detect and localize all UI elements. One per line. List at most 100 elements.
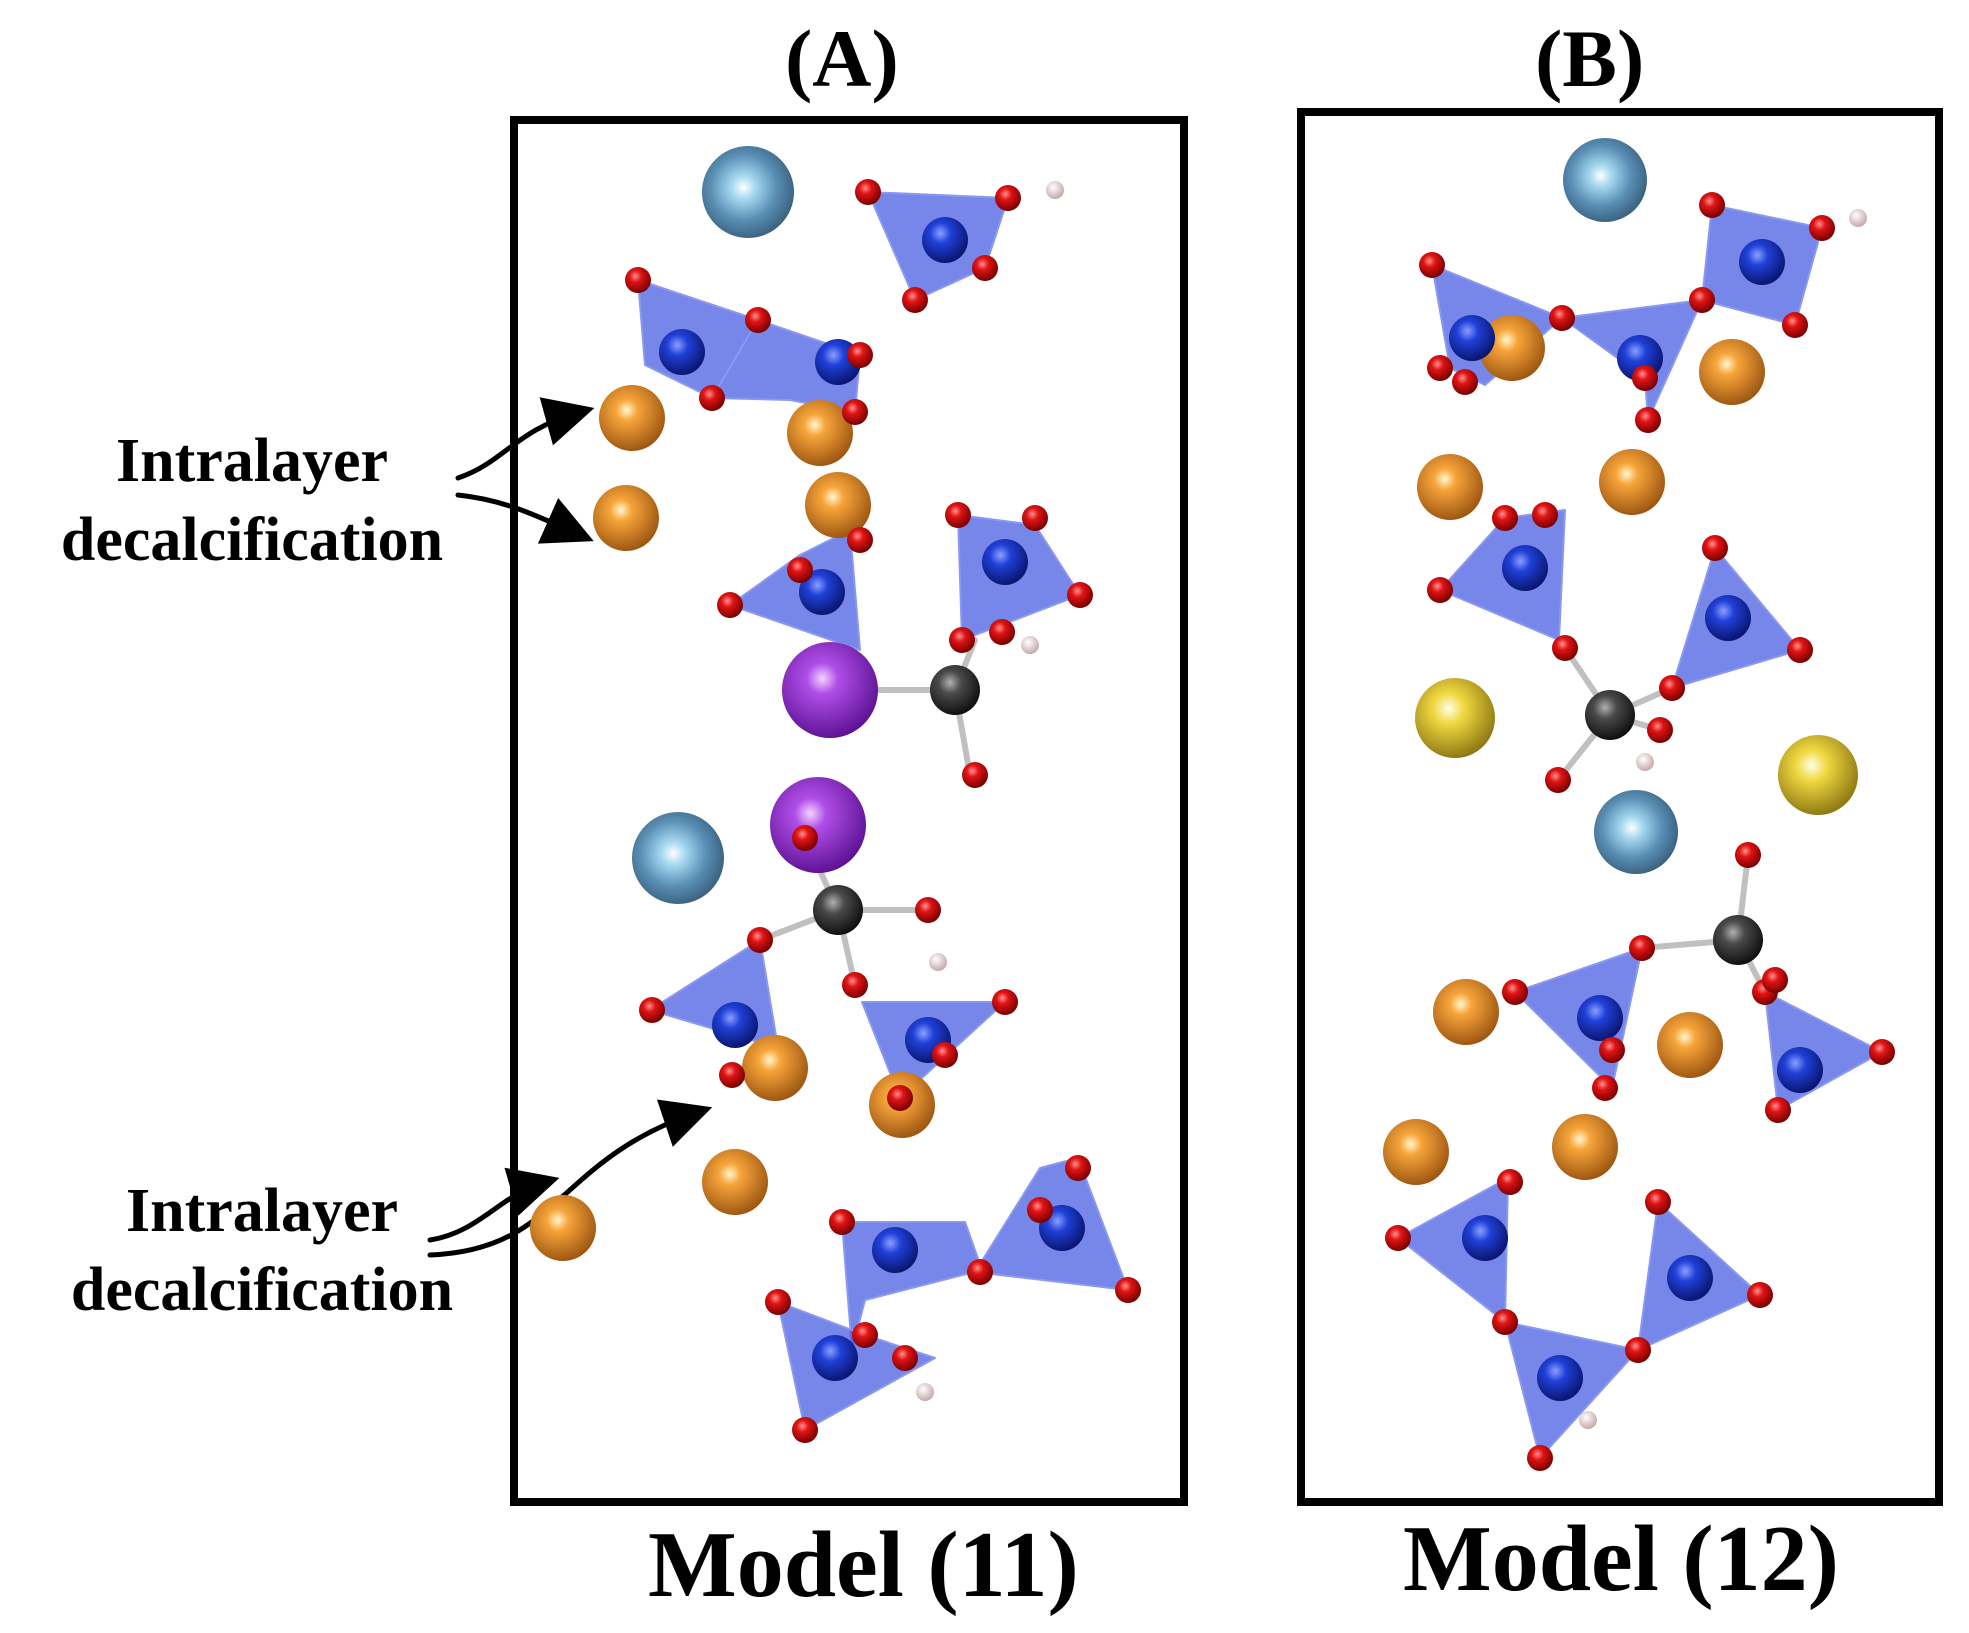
- calcium-ion: [599, 385, 665, 451]
- oxygen-atom: [1782, 312, 1808, 338]
- oxygen-atom: [945, 502, 971, 528]
- oxygen-atom: [1492, 1309, 1518, 1335]
- panel-a-model-label: Model (11): [648, 1513, 1079, 1617]
- oxygen-atom: [972, 255, 998, 281]
- hydrogen-atom: [1849, 209, 1867, 227]
- oxygen-atoms: [625, 179, 1895, 1471]
- oxygen-atom: [1552, 635, 1578, 661]
- oxygen-atom: [1492, 505, 1518, 531]
- oxygen-atom: [1659, 675, 1685, 701]
- annotation-top-line1: Intralayer: [115, 427, 389, 495]
- oxygen-atom: [787, 557, 813, 583]
- calcium-ion: [1479, 315, 1545, 381]
- hydrogen-atom: [1636, 753, 1654, 771]
- carbon-atom: [1713, 915, 1763, 965]
- blue-grey-ions: [632, 138, 1678, 904]
- silicon-atom: [799, 569, 845, 615]
- oxygen-atom: [932, 1042, 958, 1068]
- oxygen-atom: [1427, 355, 1453, 381]
- panel-b-model-label: Model (12): [1403, 1507, 1839, 1611]
- oxygen-atom: [992, 989, 1018, 1015]
- sodium-ions: [1415, 678, 1858, 815]
- oxygen-atom: [1545, 767, 1571, 793]
- blue-grey-ion: [1594, 790, 1678, 874]
- hydrogen-atom: [1021, 636, 1039, 654]
- oxygen-atom: [967, 1259, 993, 1285]
- oxygen-atom: [962, 762, 988, 788]
- silicon-atoms: [659, 217, 1823, 1401]
- sodium-ion: [1778, 735, 1858, 815]
- oxygen-atom: [855, 179, 881, 205]
- oxygen-atom: [1747, 1282, 1773, 1308]
- oxygen-atom: [1502, 979, 1528, 1005]
- oxygen-atom: [1022, 505, 1048, 531]
- oxygen-atom: [747, 927, 773, 953]
- silicon-atom: [922, 217, 968, 263]
- oxygen-atom: [1647, 717, 1673, 743]
- oxygen-atom: [1385, 1225, 1411, 1251]
- calcium-ion: [1699, 339, 1765, 405]
- oxygen-atom: [745, 307, 771, 333]
- hydrogen-atom: [1579, 1411, 1597, 1429]
- oxygen-atom: [1527, 1445, 1553, 1471]
- oxygen-atom: [852, 1322, 878, 1348]
- oxygen-atom: [1549, 305, 1575, 331]
- panel-a-title: (A): [785, 13, 899, 104]
- oxygen-atom: [1645, 1189, 1671, 1215]
- annotation-bottom: Intralayer decalcification: [38, 1172, 486, 1331]
- oxygen-atom: [1809, 215, 1835, 241]
- oxygen-atom: [847, 342, 873, 368]
- silicon-atom: [1462, 1215, 1508, 1261]
- carbon-atom: [930, 665, 980, 715]
- oxygen-atom: [1765, 1097, 1791, 1123]
- oxygen-atom: [995, 185, 1021, 211]
- oxygen-atom: [847, 527, 873, 553]
- oxygen-atom: [717, 592, 743, 618]
- annotation-bottom-line1: Intralayer: [125, 1177, 399, 1245]
- calcium-ions: [530, 315, 1765, 1261]
- calcium-ion: [787, 400, 853, 466]
- carbon-atoms: [813, 665, 1763, 965]
- oxygen-atom: [1689, 287, 1715, 313]
- silicon-atom: [1777, 1047, 1823, 1093]
- hydrogen-atom: [916, 1383, 934, 1401]
- hydrogen-atom: [1046, 181, 1064, 199]
- blue-grey-ion: [1563, 138, 1647, 222]
- silicon-atom: [1705, 595, 1751, 641]
- silicon-atom: [1502, 545, 1548, 591]
- oxygen-atom: [1735, 842, 1761, 868]
- calcium-ion: [1657, 1012, 1723, 1078]
- sodium-ion: [1415, 678, 1495, 758]
- calcium-ion: [530, 1195, 596, 1261]
- oxygen-atom: [1629, 935, 1655, 961]
- panel-b-frame: [1297, 108, 1943, 1506]
- calcium-ion: [1433, 979, 1499, 1045]
- oxygen-atom: [915, 897, 941, 923]
- oxygen-atom: [792, 1417, 818, 1443]
- hydrogen-atom: [929, 953, 947, 971]
- panel-a-frame: [510, 116, 1188, 1506]
- oxygen-atom: [719, 1062, 745, 1088]
- calcium-ion: [1552, 1114, 1618, 1180]
- calcium-ion: [702, 1149, 768, 1215]
- oxygen-atom: [1497, 1169, 1523, 1195]
- calcium-ion: [805, 472, 871, 538]
- silicon-atom: [712, 1002, 758, 1048]
- potassium-ions: [770, 642, 878, 873]
- oxygen-atom: [1699, 192, 1725, 218]
- calcium-ion: [1417, 454, 1483, 520]
- calcium-ion: [1599, 449, 1665, 515]
- oxygen-atom: [989, 619, 1015, 645]
- oxygen-atom: [765, 1289, 791, 1315]
- carbon-atom: [813, 885, 863, 935]
- blue-grey-ion: [632, 812, 724, 904]
- oxygen-atom: [1635, 407, 1661, 433]
- oxygen-atom: [1787, 637, 1813, 663]
- oxygen-atom: [902, 287, 928, 313]
- oxygen-atom: [1067, 582, 1093, 608]
- oxygen-atom: [887, 1085, 913, 1111]
- hydrogen-atoms: [916, 181, 1867, 1429]
- calcium-ion: [1383, 1119, 1449, 1185]
- oxygen-atom: [625, 267, 651, 293]
